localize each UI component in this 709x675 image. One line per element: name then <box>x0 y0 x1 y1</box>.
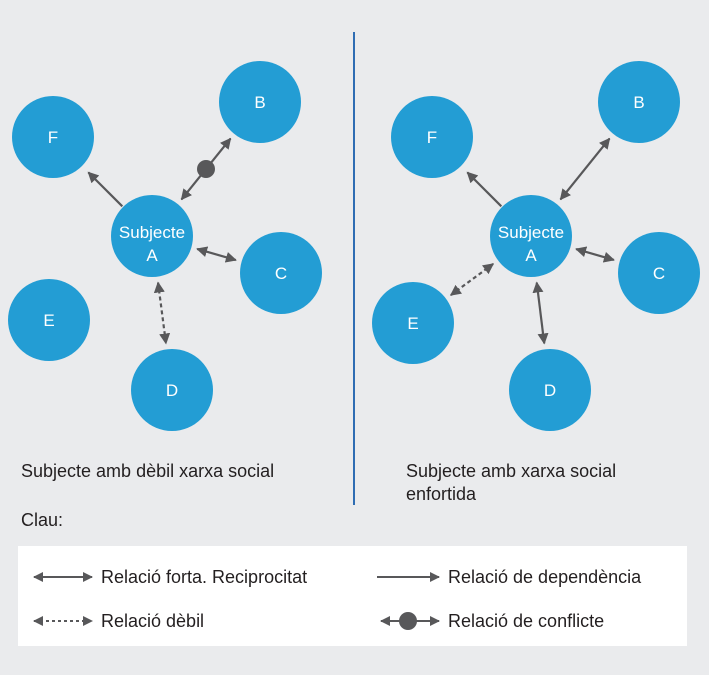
key-title: Clau: <box>21 510 64 530</box>
node-f: F <box>12 96 94 178</box>
node-circle <box>598 61 680 143</box>
relation-weak-d <box>153 281 171 345</box>
relation-strong-c <box>575 246 615 263</box>
node-c: C <box>618 232 700 314</box>
node-circle <box>372 282 454 364</box>
dependence-relation-icon <box>377 572 440 582</box>
node-circle <box>509 349 591 431</box>
subject-label-line2: A <box>146 246 158 265</box>
legend-item-strong: Relació forta. Reciprocitat <box>30 565 307 589</box>
legend-label-strong: Relació forta. Reciprocitat <box>101 566 308 587</box>
node-label: C <box>275 264 287 283</box>
relation-strong-b <box>559 137 611 201</box>
relation-dependence-f <box>466 171 503 208</box>
weak-relation-icon <box>33 616 93 626</box>
node-b: B <box>219 61 301 143</box>
node-label: F <box>427 128 437 147</box>
node-d: D <box>509 349 591 431</box>
node-circle <box>240 232 322 314</box>
node-label: E <box>407 314 418 333</box>
node-f: F <box>391 96 473 178</box>
node-label: D <box>166 381 178 400</box>
legend-label-dependence: Relació de dependència <box>448 566 642 587</box>
node-label: F <box>48 128 58 147</box>
node-label: B <box>254 93 265 112</box>
legend-item-dependence: Relació de dependència <box>377 565 641 589</box>
caption-strengthened-network: Subjecte amb xarxa social enfortida <box>406 461 617 504</box>
subject-label-line1: Subjecte <box>498 223 564 242</box>
subject-label-line2: A <box>525 246 537 265</box>
legend-label-conflict: Relació de conflicte <box>448 610 605 631</box>
conflict-relation-icon <box>380 612 440 630</box>
node-circle <box>490 195 572 277</box>
relation-dependence-f <box>87 171 124 208</box>
strong-relation-icon <box>33 572 93 582</box>
node-circle <box>391 96 473 178</box>
node-circle <box>8 279 90 361</box>
node-e: E <box>372 282 454 364</box>
subject-label-line1: Subjecte <box>119 223 185 242</box>
node-circle <box>111 195 193 277</box>
node-label: B <box>633 93 644 112</box>
relation-strong-d <box>532 281 549 345</box>
conflict-dot <box>197 160 215 178</box>
node-c: C <box>240 232 322 314</box>
node-label: E <box>43 311 54 330</box>
node-label: D <box>544 381 556 400</box>
node-circle <box>618 232 700 314</box>
relation-strong-c <box>196 246 237 263</box>
node-label: C <box>653 264 665 283</box>
node-b: B <box>598 61 680 143</box>
legend-label-weak: Relació dèbil <box>101 610 205 631</box>
node-circle <box>219 61 301 143</box>
relation-weak-e <box>449 263 495 296</box>
node-circle <box>131 349 213 431</box>
node-d: D <box>131 349 213 431</box>
legend: Relació forta. Reciprocitat Relació de d… <box>18 546 687 646</box>
legend-item-conflict: Relació de conflicte <box>377 609 604 633</box>
node-circle <box>12 96 94 178</box>
legend-item-weak: Relació dèbil <box>30 609 204 633</box>
caption-weak-network: Subjecte amb dèbil xarxa social <box>21 461 275 481</box>
node-e: E <box>8 279 90 361</box>
